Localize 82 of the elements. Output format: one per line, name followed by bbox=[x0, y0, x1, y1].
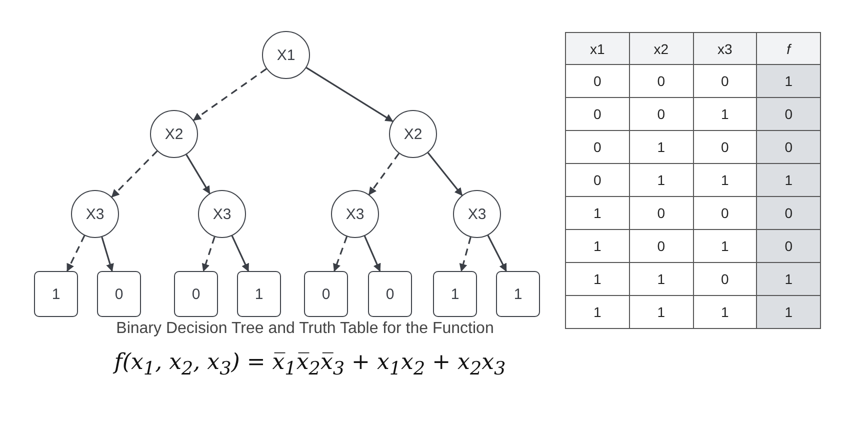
table-cell: 1 bbox=[566, 263, 630, 296]
table-cell: 1 bbox=[694, 98, 758, 131]
node-label: 1 bbox=[514, 286, 522, 302]
node-label: 0 bbox=[192, 286, 200, 302]
table-cell: 0 bbox=[566, 98, 630, 131]
node-label: X1 bbox=[276, 46, 296, 64]
table-cell: 1 bbox=[757, 164, 821, 197]
table-cell: 1 bbox=[566, 230, 630, 263]
node-label: 1 bbox=[450, 286, 460, 302]
caption: Binary Decision Tree and Truth Table for the Function bbox=[115, 320, 495, 338]
table-cell: 1 bbox=[694, 164, 758, 197]
table-cell: 0 bbox=[566, 164, 630, 197]
header-cell: f bbox=[757, 33, 821, 65]
header-cell: x3 bbox=[694, 33, 758, 65]
leaf-box bbox=[237, 271, 281, 317]
table-cell: 1 bbox=[566, 296, 630, 329]
table-cell: 0 bbox=[566, 65, 630, 98]
table-cell: 0 bbox=[630, 98, 694, 131]
decision-circle bbox=[262, 31, 310, 79]
header-cell: x2 bbox=[630, 33, 694, 65]
table-cell: 0 bbox=[757, 98, 821, 131]
table-cell: 0 bbox=[757, 197, 821, 230]
node-label: 1 bbox=[52, 286, 60, 302]
arrow bbox=[66, 235, 86, 272]
decision-circle bbox=[198, 190, 246, 238]
table-cell: 0 bbox=[566, 131, 630, 164]
arrow bbox=[186, 154, 210, 194]
table-cell: 1 bbox=[757, 65, 821, 98]
table-cell: 1 bbox=[630, 164, 694, 197]
table-cell: 1 bbox=[694, 296, 758, 329]
table-cell: 0 bbox=[694, 131, 758, 164]
node-label: 1 bbox=[254, 286, 264, 302]
table-cell: 0 bbox=[630, 197, 694, 230]
node-label: 0 bbox=[114, 286, 124, 302]
arrow bbox=[101, 236, 114, 272]
table-cell: 0 bbox=[630, 65, 694, 98]
decision-circle bbox=[150, 110, 198, 158]
table-cell: 0 bbox=[630, 230, 694, 263]
decision-circle bbox=[331, 190, 379, 238]
arrow bbox=[192, 68, 267, 121]
leaf-box bbox=[174, 271, 218, 317]
table-cell: 1 bbox=[566, 197, 630, 230]
node-label: X3 bbox=[468, 206, 486, 222]
arrow bbox=[364, 236, 381, 272]
node-label: 0 bbox=[386, 286, 394, 302]
table-cell: 0 bbox=[694, 197, 758, 230]
node-label: X2 bbox=[164, 126, 184, 142]
arrow bbox=[427, 152, 463, 196]
table-cell: 1 bbox=[630, 131, 694, 164]
table-cell: 1 bbox=[757, 296, 821, 329]
table-cell: 1 bbox=[694, 230, 758, 263]
node-label: X3 bbox=[86, 206, 104, 222]
table-cell: 0 bbox=[694, 263, 758, 296]
table-cell: 0 bbox=[694, 65, 758, 98]
leaf-box bbox=[496, 271, 540, 317]
formula: f(x$_{1}$, x$_{2}$, x$_{3}$) = x̅$_{1}$x̅$_{2}$x̅$_{3}$ + x$_{1}$x$_{2}$ + x$_{2}$x$_{3}$ bbox=[112, 350, 507, 380]
arrow bbox=[459, 236, 472, 272]
leaf-box bbox=[368, 271, 412, 317]
node-label: X2 bbox=[404, 126, 422, 142]
arrow bbox=[487, 235, 507, 272]
leaf-box bbox=[304, 271, 348, 317]
table-cell: 0 bbox=[757, 131, 821, 164]
node-label: X3 bbox=[212, 206, 232, 222]
table-cell: 1 bbox=[630, 296, 694, 329]
arrow bbox=[202, 236, 216, 272]
table-cell: 1 bbox=[757, 263, 821, 296]
table-cell: 0 bbox=[757, 230, 821, 263]
decision-circle bbox=[71, 190, 119, 238]
leaf-box bbox=[433, 271, 477, 317]
node-label: X3 bbox=[346, 206, 364, 222]
arrow bbox=[333, 236, 348, 272]
arrow bbox=[111, 150, 158, 198]
decision-circle bbox=[389, 110, 437, 158]
leaf-box bbox=[97, 271, 141, 317]
decision-circle bbox=[453, 190, 501, 238]
arrow bbox=[231, 235, 250, 272]
arrow bbox=[306, 67, 394, 122]
arrow bbox=[368, 152, 400, 196]
leaf-box bbox=[34, 271, 78, 317]
table-cell: 1 bbox=[630, 263, 694, 296]
header-cell: x1 bbox=[566, 33, 630, 65]
node-label: 0 bbox=[322, 286, 330, 302]
